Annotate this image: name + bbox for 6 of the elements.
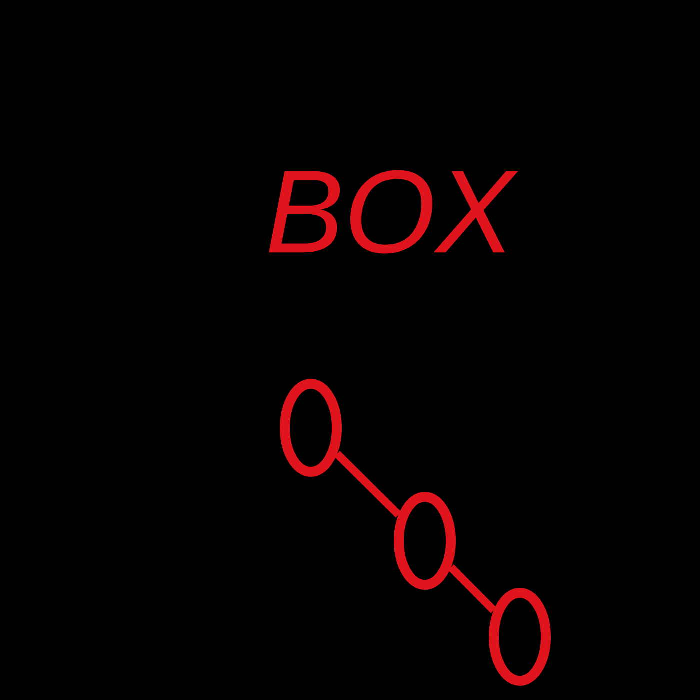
title-word: BOX	[269, 170, 518, 254]
connecting-line	[334, 451, 402, 518]
ring	[394, 492, 456, 590]
ring	[489, 588, 551, 686]
connecting-line	[448, 564, 497, 614]
ring	[280, 379, 342, 477]
